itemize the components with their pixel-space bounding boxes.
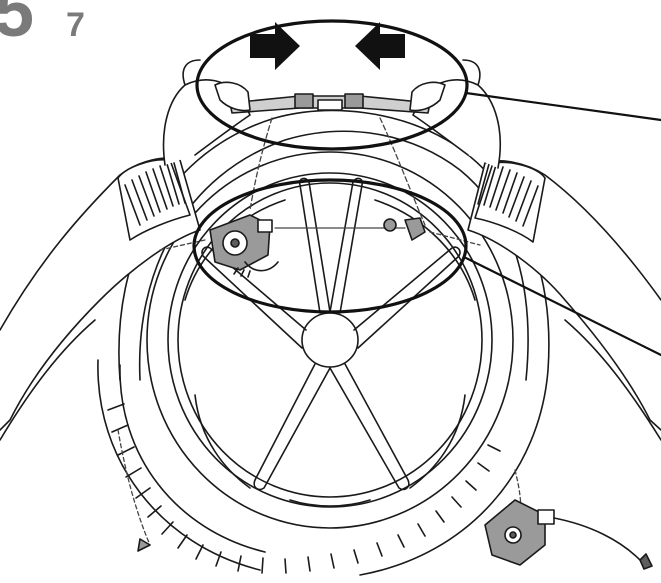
arrow-right-icon xyxy=(250,22,300,70)
wheel-rim xyxy=(147,152,513,528)
top-tensioner-bar xyxy=(215,82,445,113)
